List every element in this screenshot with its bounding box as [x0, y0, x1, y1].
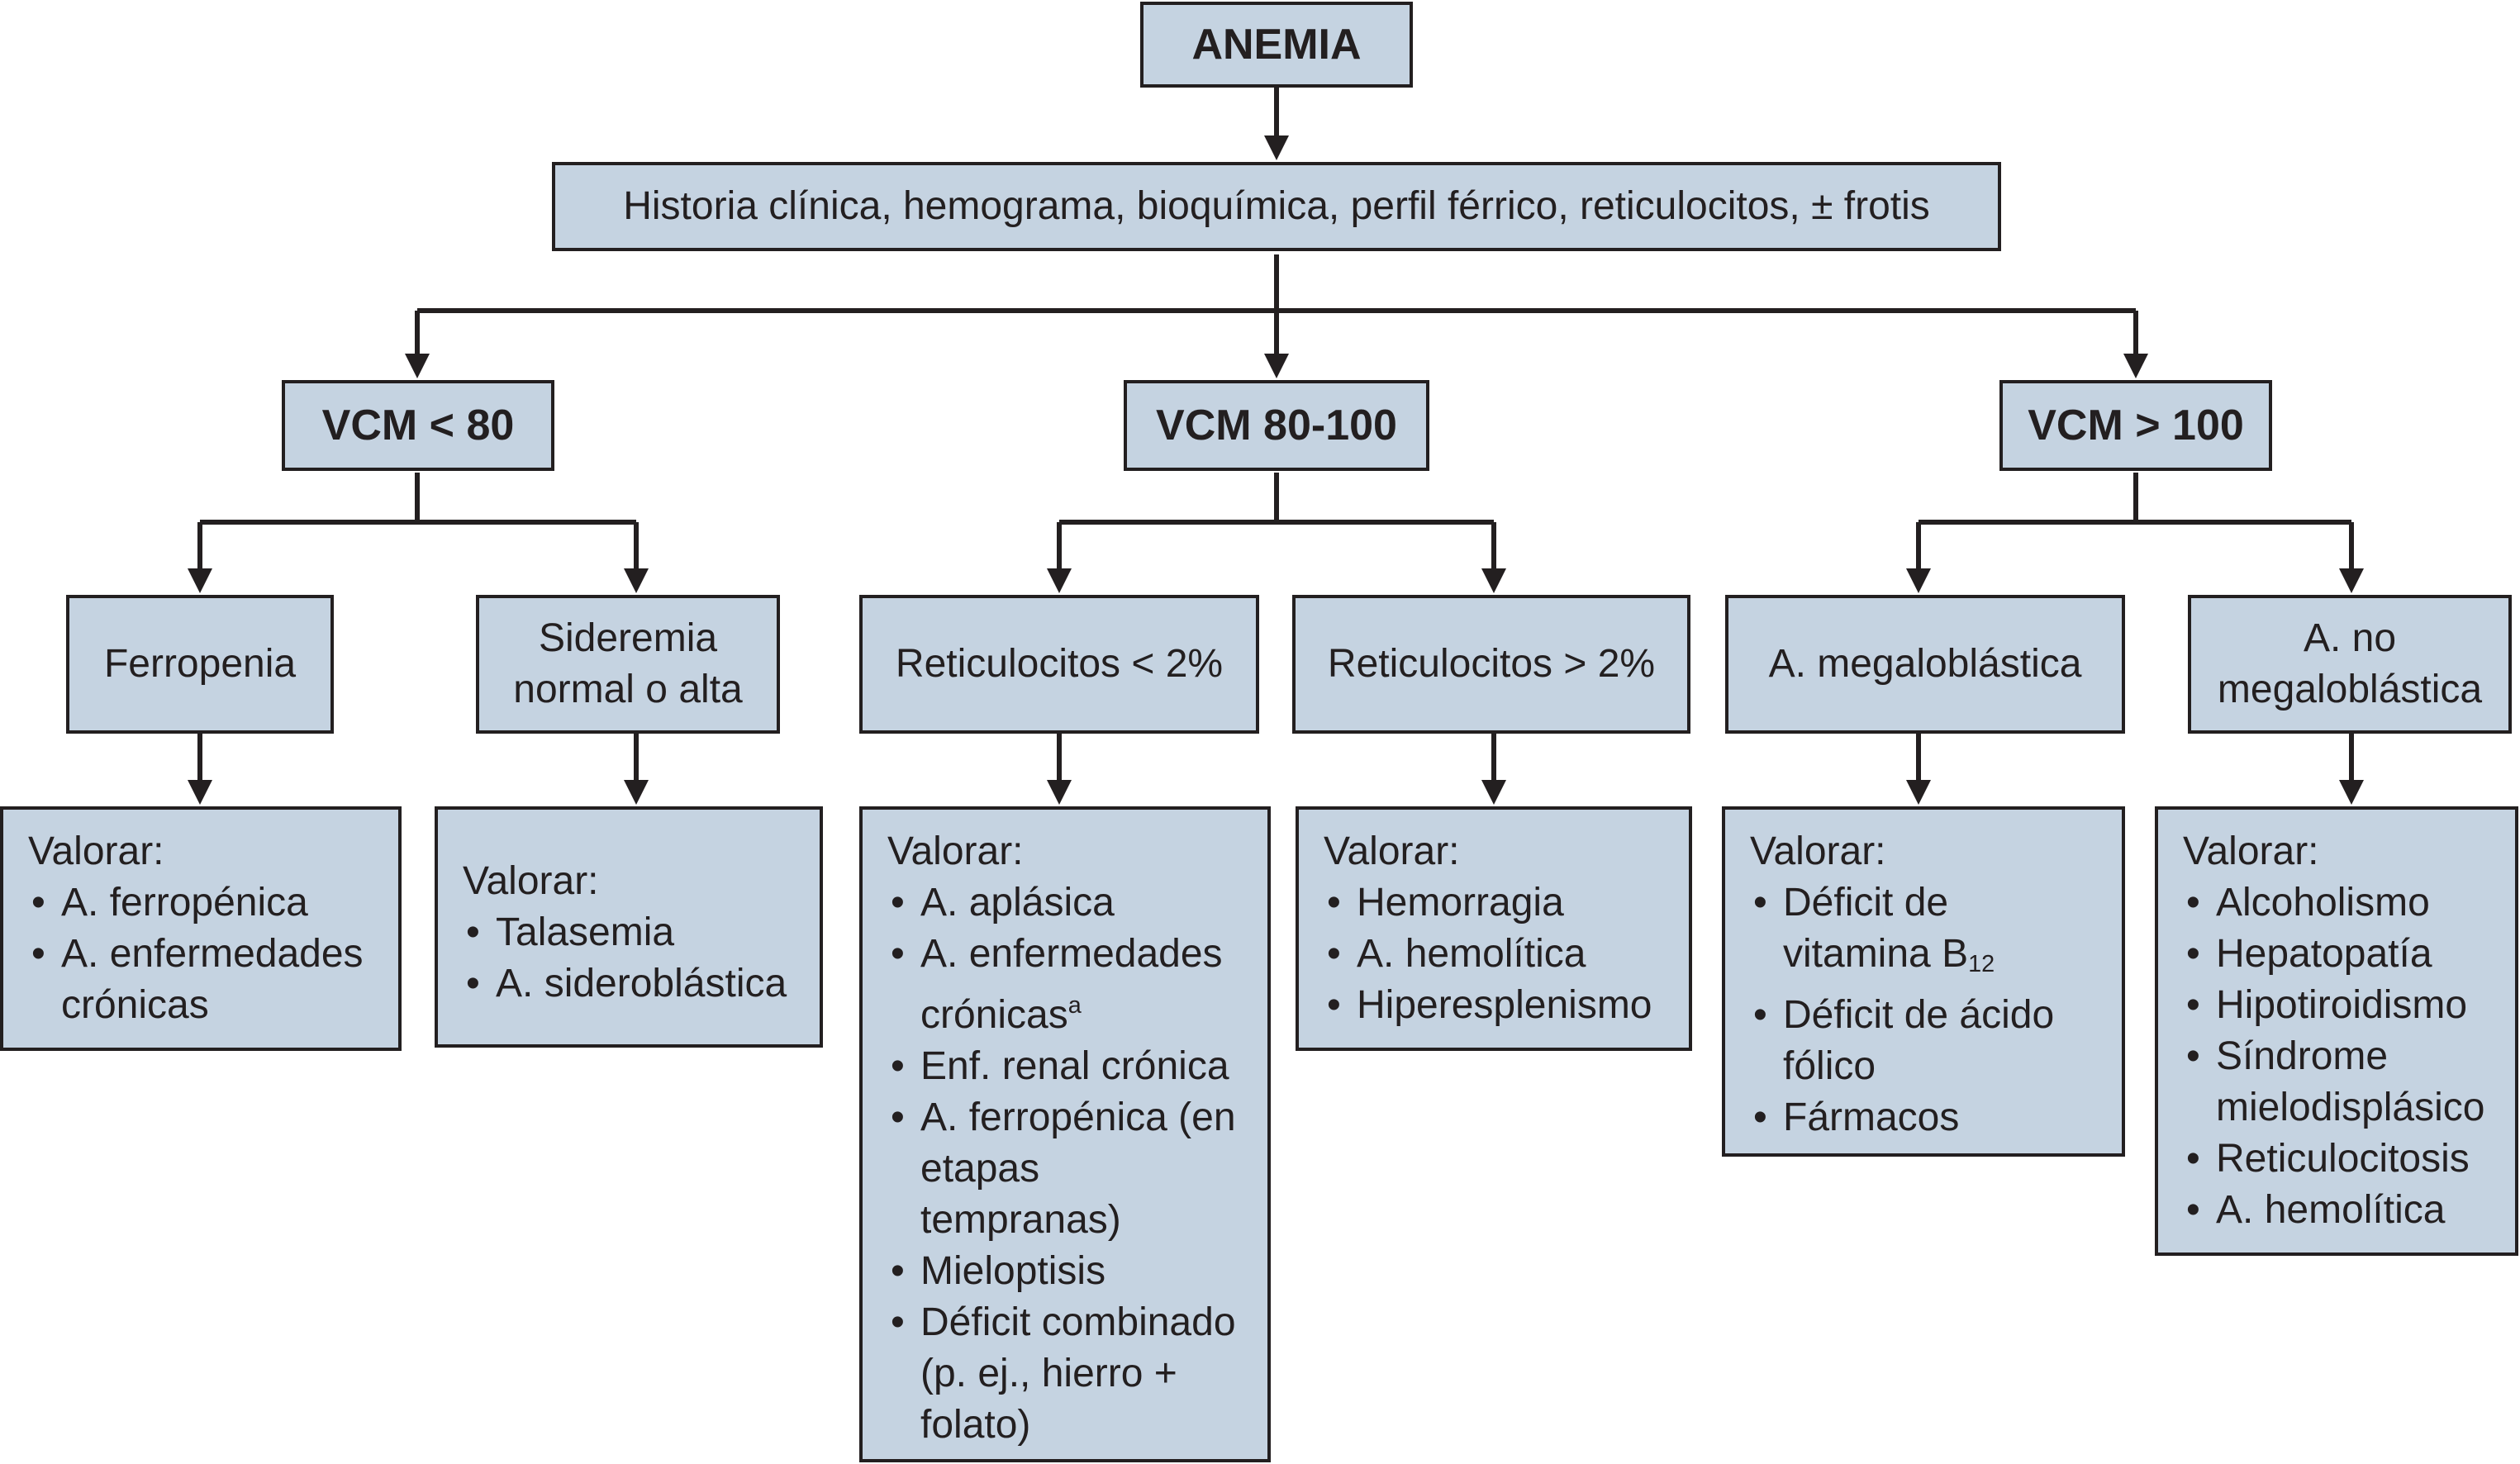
megaloblastica-box: A. megaloblástica	[1725, 595, 2125, 734]
arrowhead	[1481, 568, 1506, 593]
assess-ferropenia-box: Valorar: A. ferropénica A. enfermedades …	[0, 806, 402, 1051]
list-item: Síndrome mielodisplásico	[2183, 1031, 2494, 1134]
list-item: Fármacos	[1750, 1092, 2100, 1143]
list-item: Déficit de vitamina B12	[1750, 877, 2100, 990]
assess-megaloblastica-box: Valorar: Déficit de vitamina B12 Déficit…	[1722, 806, 2125, 1157]
megaloblastica-label: A. megaloblástica	[1768, 642, 2082, 686]
assess-reticulocitos-high-box: Valorar: Hemorragia A. hemolítica Hipere…	[1296, 806, 1692, 1051]
list-item: Alcoholismo	[2183, 877, 2494, 929]
vcm-low-box: VCM < 80	[282, 380, 554, 471]
arrowhead	[624, 780, 649, 805]
assess-sideremia-box: Valorar: Talasemia A. sideroblástica	[435, 806, 823, 1048]
ferropenia-box: Ferropenia	[66, 595, 334, 734]
reticulocitos-low-box: Reticulocitos < 2%	[859, 595, 1259, 734]
vcm-low-label: VCM < 80	[321, 402, 515, 449]
list-item: Hipotiroidismo	[2183, 980, 2494, 1031]
arrowhead	[188, 568, 212, 593]
list-item: A. ferropénica (en etapas tempranas)	[887, 1092, 1246, 1246]
arrowhead	[1047, 780, 1072, 805]
assess-list: A. ferropénica A. enfermedades crónicas	[28, 877, 377, 1031]
assess-list: A. aplásica A. enfermedades crónicasa En…	[887, 877, 1246, 1451]
list-item: Déficit combinado (p. ej., hierro + fola…	[887, 1297, 1246, 1451]
list-item: Déficit de ácido fólico	[1750, 990, 2100, 1092]
reticulocitos-high-box: Reticulocitos > 2%	[1292, 595, 1690, 734]
list-item: Enf. renal crónica	[887, 1041, 1246, 1092]
arrowhead	[405, 354, 430, 378]
arrowhead	[624, 568, 649, 593]
workup-box: Historia clínica, hemograma, bioquímica,…	[552, 162, 2001, 251]
assess-reticulocitos-low-box: Valorar: A. aplásica A. enfermedades cró…	[859, 806, 1271, 1462]
list-item: A. enfermedades crónicasa	[887, 929, 1246, 1041]
anemia-root-box: ANEMIA	[1140, 2, 1413, 88]
list-item: A. sideroblástica	[463, 958, 787, 1010]
no-megaloblastica-label: A. no megaloblástica	[2217, 616, 2483, 711]
arrowhead	[1047, 568, 1072, 593]
assess-title: Valorar:	[28, 829, 164, 873]
assess-list: Hemorragia A. hemolítica Hiperesplenismo	[1324, 877, 1652, 1031]
list-item: A. hemolítica	[1324, 929, 1652, 980]
list-item: A. aplásica	[887, 877, 1246, 929]
assess-title: Valorar:	[887, 829, 1024, 873]
arrowhead	[2339, 780, 2364, 805]
ferropenia-label: Ferropenia	[103, 642, 297, 686]
vcm-normal-label: VCM 80-100	[1156, 402, 1397, 449]
vcm-normal-box: VCM 80-100	[1124, 380, 1429, 471]
assess-list: Talasemia A. sideroblástica	[463, 907, 787, 1010]
assess-list: Alcoholismo Hepatopatía Hipotiroidismo S…	[2183, 877, 2494, 1236]
sideremia-box: Sideremia normal o alta	[476, 595, 780, 734]
list-item: Talasemia	[463, 907, 787, 958]
assess-list: Déficit de vitamina B12 Déficit de ácido…	[1750, 877, 2100, 1143]
list-item: Mieloptisis	[887, 1246, 1246, 1297]
vcm-high-box: VCM > 100	[1999, 380, 2272, 471]
arrowhead	[1906, 568, 1931, 593]
no-megaloblastica-box: A. no megaloblástica	[2188, 595, 2512, 734]
arrowheads	[188, 135, 2364, 805]
arrowhead	[1906, 780, 1931, 805]
list-item: A. enfermedades crónicas	[28, 929, 377, 1031]
assess-title: Valorar:	[1324, 829, 1460, 873]
reticulocitos-high-label: Reticulocitos > 2%	[1327, 642, 1656, 686]
subscript-12: 12	[1968, 951, 1995, 977]
workup-label: Historia clínica, hemograma, bioquímica,…	[623, 184, 1930, 228]
vcm-high-label: VCM > 100	[2028, 402, 2244, 449]
arrowhead	[1264, 135, 1289, 160]
assess-title: Valorar:	[2183, 829, 2319, 873]
arrowhead	[188, 780, 212, 805]
list-item: Hepatopatía	[2183, 929, 2494, 980]
list-item: A. ferropénica	[28, 877, 377, 929]
assess-title: Valorar:	[1750, 829, 1886, 873]
footnote-mark: a	[1067, 992, 1082, 1019]
list-item: Hiperesplenismo	[1324, 980, 1652, 1031]
arrowhead	[1481, 780, 1506, 805]
list-item: A. hemolítica	[2183, 1185, 2494, 1236]
arrowhead	[2123, 354, 2148, 378]
list-item: Hemorragia	[1324, 877, 1652, 929]
sideremia-label: Sideremia normal o alta	[513, 616, 743, 711]
arrowhead	[1264, 354, 1289, 378]
assess-title: Valorar:	[463, 859, 599, 903]
assess-no-megaloblastica-box: Valorar: Alcoholismo Hepatopatía Hipotir…	[2155, 806, 2518, 1256]
anemia-root-label: ANEMIA	[1191, 21, 1362, 69]
reticulocitos-low-label: Reticulocitos < 2%	[895, 642, 1224, 686]
arrowhead	[2339, 568, 2364, 593]
list-item: Reticulocitosis	[2183, 1134, 2494, 1185]
